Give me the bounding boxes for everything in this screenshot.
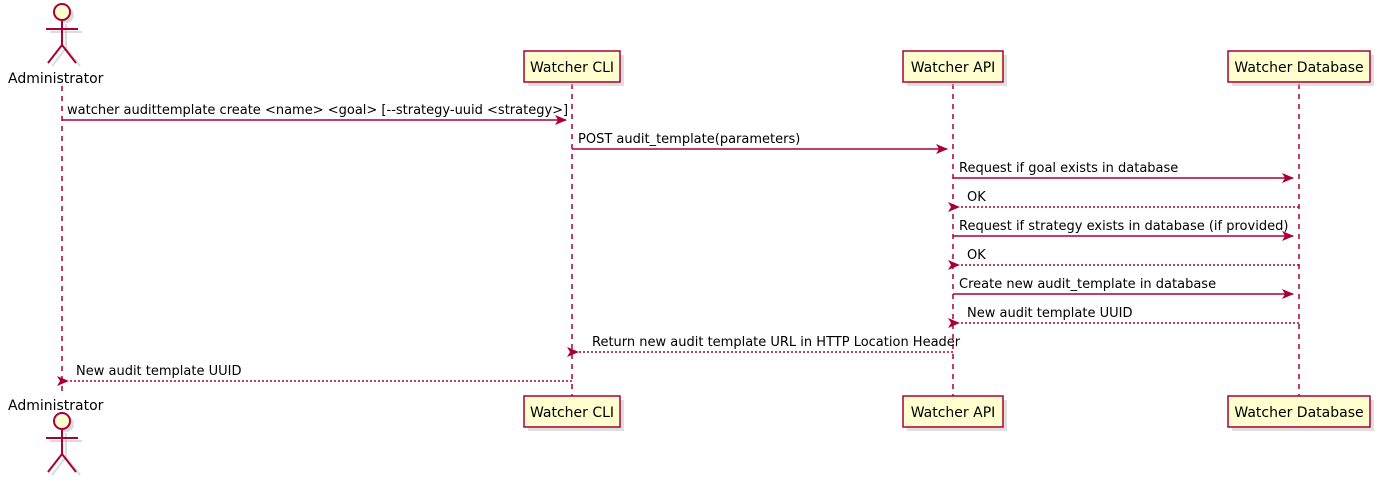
participant-box[interactable] bbox=[523, 50, 621, 83]
actor-head-icon bbox=[53, 412, 71, 430]
participant-label-watcher-database-bottom: Watcher Database bbox=[1234, 405, 1363, 421]
participant-label-watcher-database-top: Watcher Database bbox=[1234, 60, 1363, 76]
participant-label-watcher-cli-bottom: Watcher CLI bbox=[530, 405, 614, 421]
participant-box[interactable] bbox=[1227, 395, 1371, 428]
actor-head-icon bbox=[53, 3, 71, 21]
participant-watcher-api-top[interactable]: Watcher API bbox=[902, 50, 1007, 86]
participant-label-watcher-api-bottom: Watcher API bbox=[911, 405, 996, 421]
participant-box[interactable] bbox=[902, 50, 1004, 83]
message-5[interactable]: Request if strategy exists in database (… bbox=[953, 219, 1294, 241]
message-6[interactable]: OK bbox=[948, 248, 1299, 270]
message-2[interactable]: POST audit_template(parameters) bbox=[572, 132, 948, 154]
message-10[interactable]: New audit template UUID bbox=[57, 364, 572, 386]
lifelines bbox=[61, 84, 1300, 396]
participant-watcher-database-bottom[interactable]: Watcher Database bbox=[1227, 395, 1374, 431]
actor-label-administrator-top: Administrator bbox=[8, 71, 104, 87]
actor-administrator-top[interactable]: Administrator bbox=[8, 3, 104, 87]
message-9[interactable]: Return new audit template URL in HTTP Lo… bbox=[567, 335, 961, 357]
message-label-7: Create new audit_template in database bbox=[959, 277, 1216, 292]
message-label-10: New audit template UUID bbox=[76, 364, 241, 379]
actor-label-administrator-bottom: Administrator bbox=[8, 398, 104, 414]
participant-box[interactable] bbox=[523, 395, 621, 428]
message-8[interactable]: New audit template UUID bbox=[948, 306, 1299, 328]
participant-label-watcher-cli-top: Watcher CLI bbox=[530, 60, 614, 76]
actor-administrator-bottom[interactable]: Administrator bbox=[8, 398, 104, 476]
message-label-3: Request if goal exists in database bbox=[959, 161, 1178, 176]
message-label-4: OK bbox=[967, 190, 986, 205]
message-3[interactable]: Request if goal exists in database bbox=[953, 161, 1294, 183]
message-label-1: watcher audittemplate create <name> <goa… bbox=[67, 103, 568, 118]
participant-watcher-api-bottom[interactable]: Watcher API bbox=[902, 395, 1007, 431]
message-7[interactable]: Create new audit_template in database bbox=[953, 277, 1294, 299]
message-4[interactable]: OK bbox=[948, 190, 1299, 212]
message-label-2: POST audit_template(parameters) bbox=[578, 132, 800, 147]
message-label-8: New audit template UUID bbox=[967, 306, 1132, 321]
participant-box[interactable] bbox=[1227, 50, 1371, 83]
participant-watcher-cli-bottom[interactable]: Watcher CLI bbox=[523, 395, 624, 431]
message-label-5: Request if strategy exists in database (… bbox=[959, 219, 1288, 234]
message-label-6: OK bbox=[967, 248, 986, 263]
message-label-9: Return new audit template URL in HTTP Lo… bbox=[592, 335, 961, 350]
participant-watcher-cli-top[interactable]: Watcher CLI bbox=[523, 50, 624, 86]
participant-label-watcher-api-top: Watcher API bbox=[911, 60, 996, 76]
participant-watcher-database-top[interactable]: Watcher Database bbox=[1227, 50, 1374, 86]
message-1[interactable]: watcher audittemplate create <name> <goa… bbox=[62, 103, 568, 125]
participant-box[interactable] bbox=[902, 395, 1004, 428]
